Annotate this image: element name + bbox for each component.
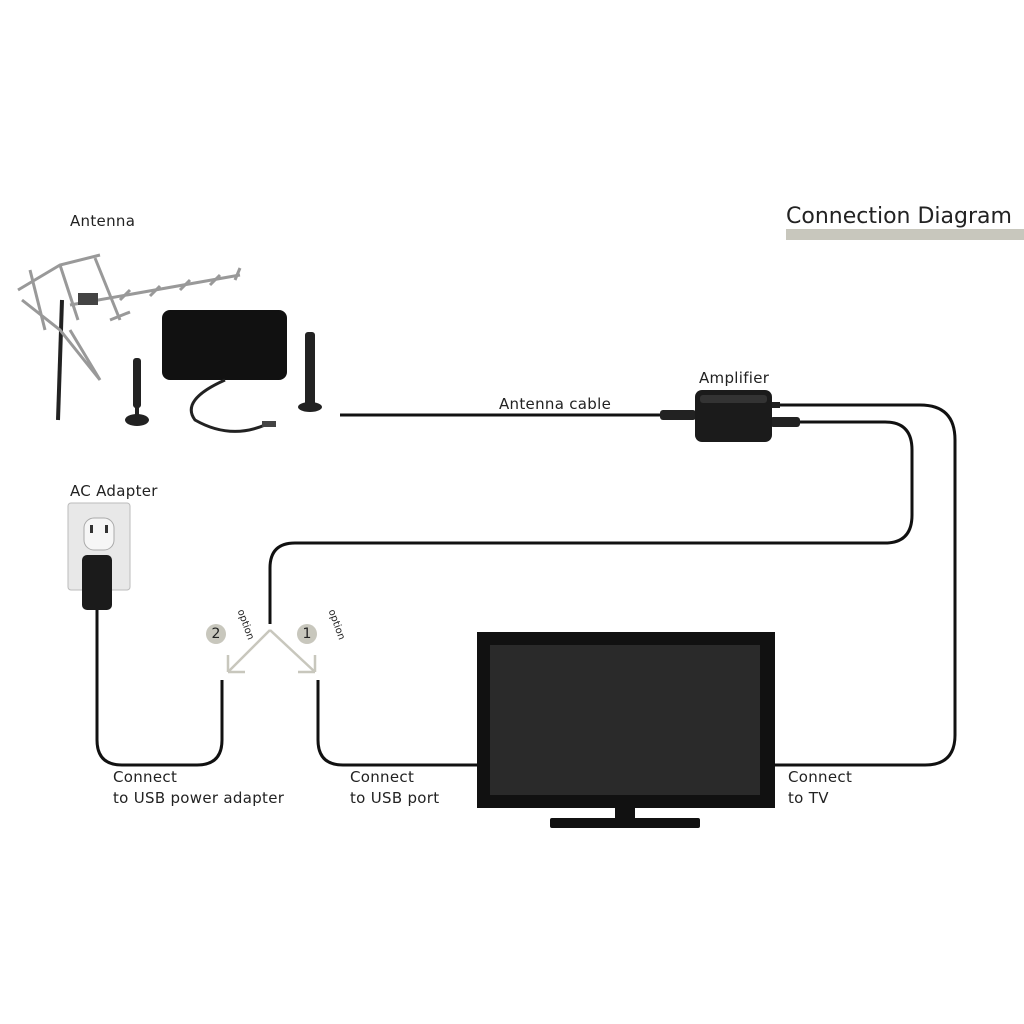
diagram-title: Connection Diagram — [786, 204, 1012, 229]
title-underline-bar — [786, 229, 1024, 240]
tv-cable — [775, 403, 957, 767]
small-antenna-left-icon — [125, 358, 149, 426]
outdoor-antenna-icon — [17, 253, 242, 421]
tv-icon — [477, 632, 775, 828]
antenna-cable-label: Antenna cable — [499, 395, 612, 413]
usb-power-adapter-cable — [95, 605, 224, 767]
amplifier-icon — [660, 390, 800, 442]
amplifier-label: Amplifier — [699, 369, 770, 387]
ac-adapter-label: AC Adapter — [70, 482, 158, 500]
option-2-badge: 2 — [206, 624, 226, 644]
option-arrows — [226, 629, 317, 674]
usb-power-adapter-label: Connect to USB power adapter — [113, 767, 284, 809]
usb-power-adapter-label-line2: to USB power adapter — [113, 789, 285, 807]
usb-port-label-line1: Connect — [350, 768, 415, 786]
small-antenna-right-icon — [298, 332, 322, 412]
flat-antenna-icon — [162, 310, 287, 433]
connect-to-tv-label-line2: to TV — [788, 789, 829, 807]
usb-power-adapter-label-line1: Connect — [113, 768, 178, 786]
antenna-label: Antenna — [70, 212, 136, 230]
ac-adapter-icon — [67, 502, 131, 610]
connect-to-tv-label-line1: Connect — [788, 768, 853, 786]
usb-port-cable — [316, 680, 478, 767]
cables — [95, 403, 957, 767]
usb-cable — [268, 420, 914, 624]
usb-port-label-line2: to USB port — [350, 789, 440, 807]
usb-port-label: Connect to USB port — [350, 767, 439, 809]
connect-to-tv-label: Connect to TV — [788, 767, 852, 809]
option-1-badge: 1 — [297, 624, 317, 644]
